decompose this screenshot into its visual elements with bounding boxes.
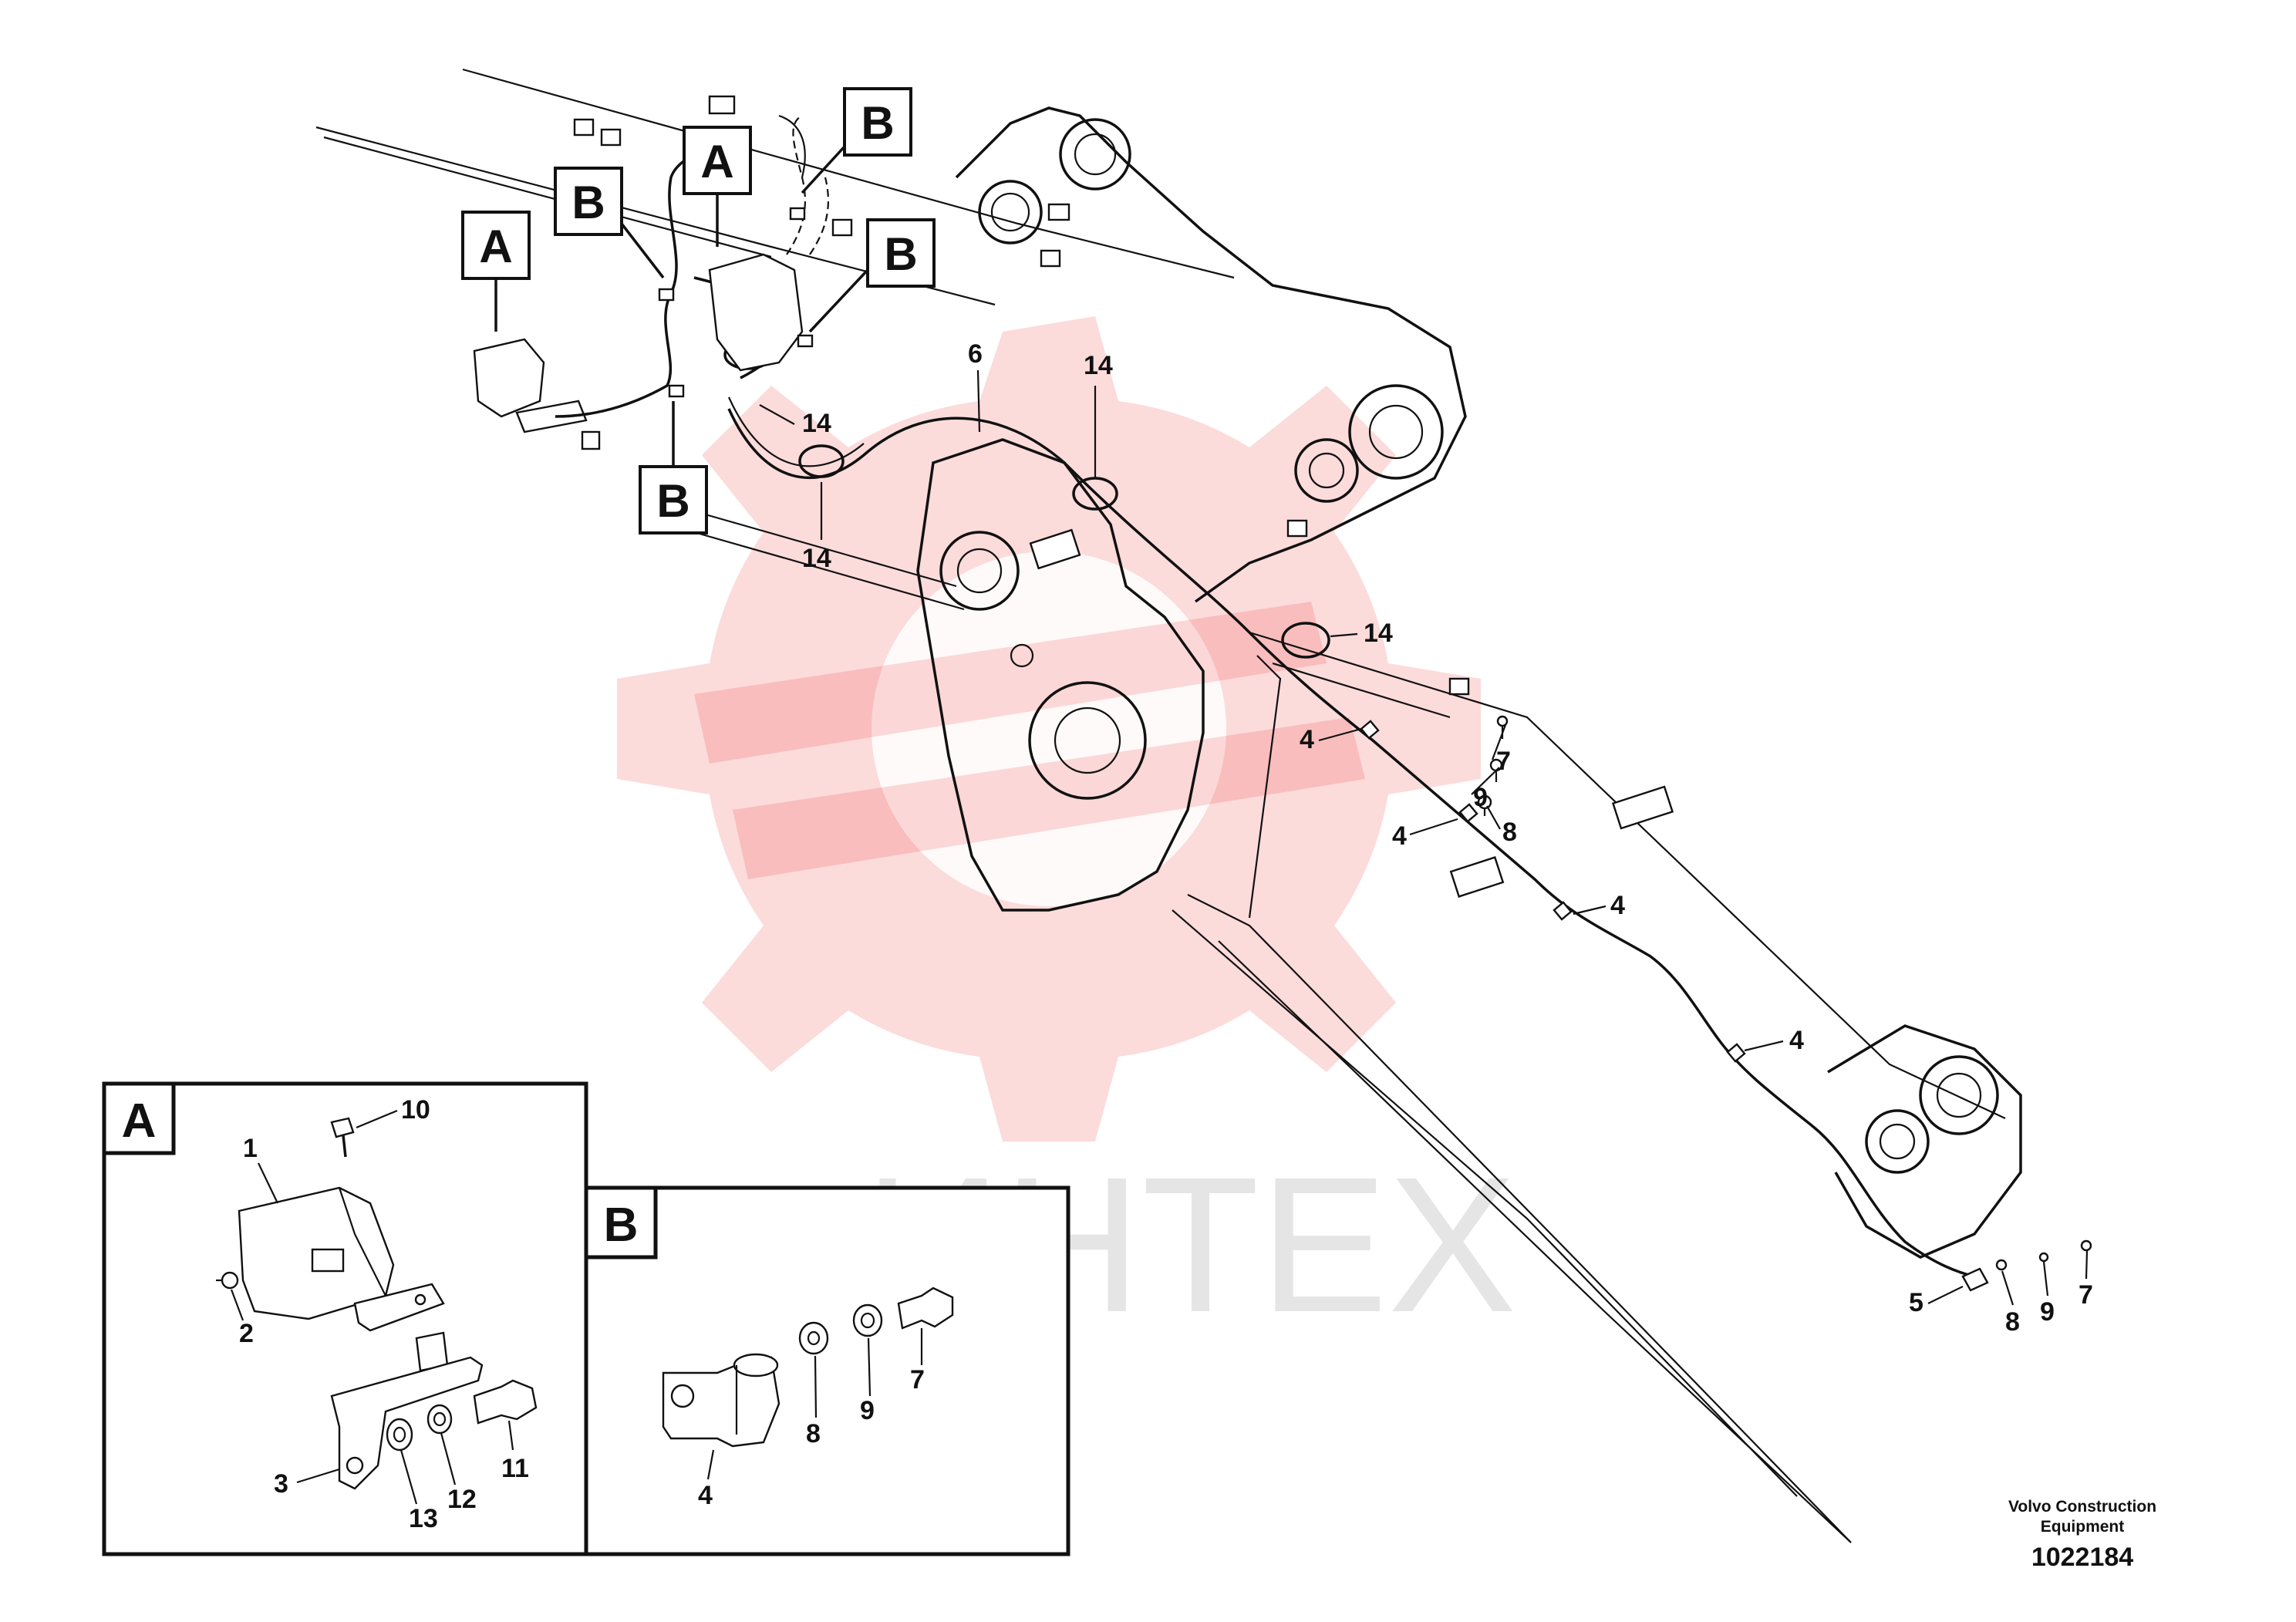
callout-8: 8: [806, 1419, 821, 1448]
drawing-number: 1022184: [2031, 1543, 2133, 1572]
callout-14: 14: [802, 544, 831, 573]
view-b-marker-3: [866, 218, 936, 288]
callout-14: 14: [802, 409, 831, 438]
lamp-connector: [311, 1248, 345, 1273]
callout-2: 2: [239, 1319, 254, 1348]
callout-4: 4: [1300, 725, 1314, 754]
bulb: [221, 1271, 239, 1290]
callout-7: 7: [1496, 747, 1511, 776]
boom-assembly: [315, 68, 2022, 1543]
callout-6: 6: [968, 339, 983, 369]
callout-12: 12: [447, 1485, 477, 1514]
washer: [386, 1418, 413, 1452]
work-lamp-right: [708, 253, 804, 372]
svg-text:A: A: [479, 221, 512, 272]
bolt: [473, 1379, 538, 1425]
svg-text:B: B: [571, 177, 605, 228]
callout-8: 8: [1502, 818, 1517, 847]
callout-4: 4: [698, 1481, 713, 1510]
lock-washer: [426, 1404, 453, 1435]
work-lamp-assembly: [473, 114, 830, 450]
cable-clamp: [1553, 901, 1573, 921]
callout-7: 7: [2079, 1280, 2093, 1310]
callout-4: 4: [1610, 891, 1625, 920]
washer: [798, 1321, 829, 1355]
view-b-marker-1: [554, 167, 623, 236]
drawing-footer: Volvo Construction Equipment 1022184: [2008, 1498, 2156, 1572]
callout-3: 3: [274, 1469, 288, 1499]
detail-view-a: A 1 2 3 10 11 12 13: [102, 1081, 588, 1556]
callout-14: 14: [1364, 619, 1393, 648]
bolt: [897, 1286, 954, 1330]
tie-wrap: [1281, 622, 1330, 659]
mounting-bracket: [330, 1356, 484, 1490]
cable-end-clamp: [1961, 1267, 1989, 1292]
watermark-gear: [617, 316, 1481, 1141]
callout-4: 4: [1789, 1026, 1804, 1055]
screw: [330, 1117, 355, 1138]
detail-view-b: B 4 8 9 7: [584, 1185, 1070, 1556]
work-lamp-left: [473, 338, 545, 418]
lock-washer: [852, 1303, 883, 1337]
svg-text:B: B: [884, 228, 917, 280]
callout-8: 8: [2005, 1307, 2020, 1337]
svg-text:B: B: [656, 475, 689, 527]
tie-wrap: [798, 444, 845, 478]
view-b-marker-2: [843, 87, 912, 157]
callout-13: 13: [409, 1504, 438, 1533]
callout-7: 7: [910, 1365, 925, 1394]
company-name-line1: Volvo Construction: [2008, 1498, 2156, 1516]
cable-clamp: [662, 1356, 781, 1448]
callout-4: 4: [1392, 821, 1407, 851]
callout-1: 1: [243, 1134, 258, 1163]
cable-clamp: [1726, 1043, 1746, 1063]
callout-9: 9: [1473, 783, 1488, 812]
svg-text:A: A: [700, 136, 733, 187]
callout-11: 11: [501, 1454, 529, 1483]
work-light-cable: [723, 339, 2092, 1292]
cable-clamp: [1458, 803, 1478, 823]
callout-9: 9: [2040, 1297, 2055, 1327]
view-b-label: B: [604, 1199, 639, 1252]
company-name-line2: Equipment: [2041, 1518, 2125, 1536]
top-callout-boxes: A B A B B B: [461, 87, 936, 534]
view-a-label: A: [122, 1094, 157, 1148]
svg-text:B: B: [861, 97, 894, 149]
cable-clamp: [1360, 720, 1380, 740]
callout-9: 9: [860, 1396, 875, 1425]
callout-5: 5: [1909, 1288, 1923, 1317]
callout-14: 14: [1084, 351, 1113, 380]
callout-10: 10: [401, 1095, 430, 1125]
main-callouts: 6 14 14 14 14 4 7 9 8 4 4 4 5 8 9 7: [759, 339, 2093, 1337]
